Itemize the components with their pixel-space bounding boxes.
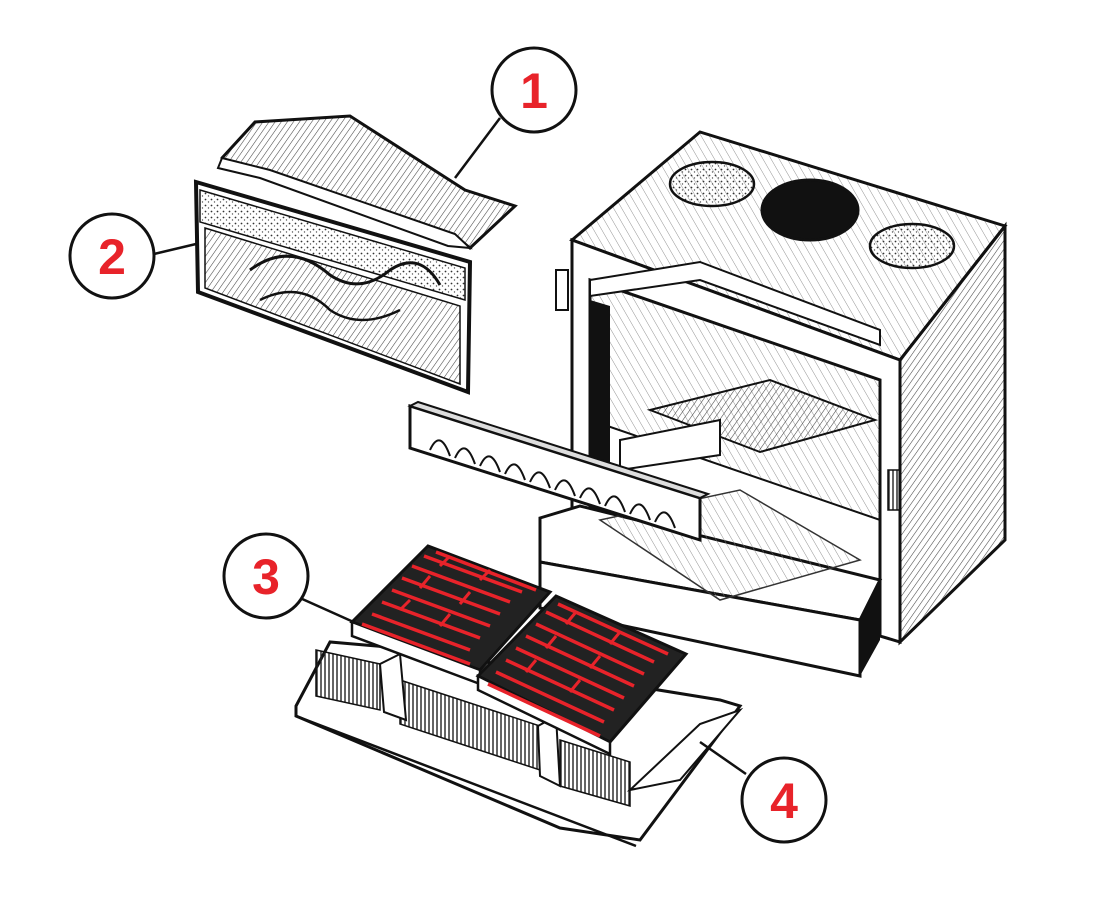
glass-door-panel	[193, 179, 473, 395]
hotplate-left	[668, 160, 756, 208]
leader-4	[699, 740, 747, 776]
hotplate-right	[868, 222, 956, 270]
leader-1	[454, 117, 501, 179]
callout-3: 3	[222, 532, 310, 620]
callout-3-label: 3	[252, 549, 280, 605]
flue-opening	[760, 178, 860, 242]
grate-left	[349, 544, 553, 686]
leader-2	[153, 242, 197, 256]
grate-pair	[349, 544, 689, 756]
callout-4-label: 4	[770, 773, 798, 829]
baffle-plate	[216, 114, 518, 250]
callout-1: 1	[490, 46, 578, 134]
callout-4: 4	[740, 756, 828, 844]
callout-2-label: 2	[98, 229, 126, 285]
stove-body	[538, 130, 1008, 678]
callout-1-label: 1	[520, 63, 548, 119]
leader-lines	[153, 117, 747, 776]
callout-2: 2	[68, 212, 156, 300]
grate-right	[475, 594, 689, 756]
leader-3	[299, 596, 359, 626]
front-fire-bar	[407, 400, 711, 543]
